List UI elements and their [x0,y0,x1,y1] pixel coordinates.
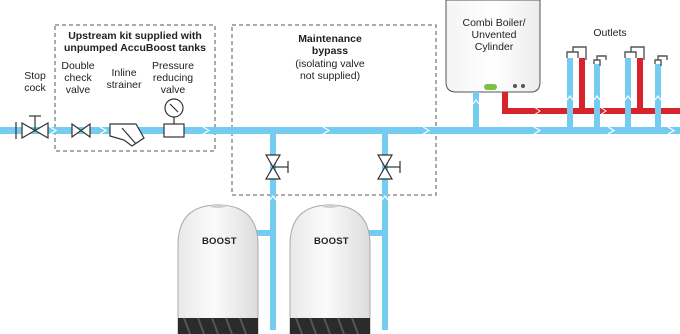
flow-arrows [49,95,676,201]
double-check-valve-label: Double check valve [61,60,95,96]
tank-1-brand: BOOST [202,236,237,247]
combi-boiler-label: Combi Boiler/ Unvented Cylinder [462,17,526,53]
outlet-mixer-2 [624,46,645,60]
double-check-valve [71,122,91,139]
outlet-taps [566,46,668,66]
hot-water-pipes [502,92,680,116]
inline-strainer-label: Inline strainer [106,67,142,91]
pressure-reducing-valve [163,98,185,138]
accuboost-tank-2 [289,204,371,334]
stop-cock-label: Stop cock [24,70,46,94]
boiler-knob-right [521,84,525,88]
maintenance-bypass-title: Maintenance bypass [298,33,362,57]
stop-cock-valve [15,115,49,140]
pressure-reducing-valve-label: Pressure reducing valve [151,60,194,96]
outlet-tap-1 [593,55,607,66]
isolating-valve-2 [376,154,401,180]
outlet-tap-2 [654,55,668,66]
outlet-mixer-1 [566,46,587,60]
upstream-kit-box [54,24,216,152]
boiler-status-indicator [484,84,497,90]
boiler-knob-left [513,84,517,88]
upstream-kit-label: Upstream kit supplied with unpumped Accu… [64,30,206,54]
maintenance-bypass-note: (isolating valve not supplied) [295,58,365,82]
isolating-valve-1 [264,154,289,180]
combi-boiler [445,0,541,93]
tank-2-brand: BOOST [314,236,349,247]
accuboost-tank-1 [177,204,259,334]
outlets-label: Outlets [593,27,627,39]
maintenance-bypass-box [231,24,437,196]
inline-strainer [109,123,145,147]
